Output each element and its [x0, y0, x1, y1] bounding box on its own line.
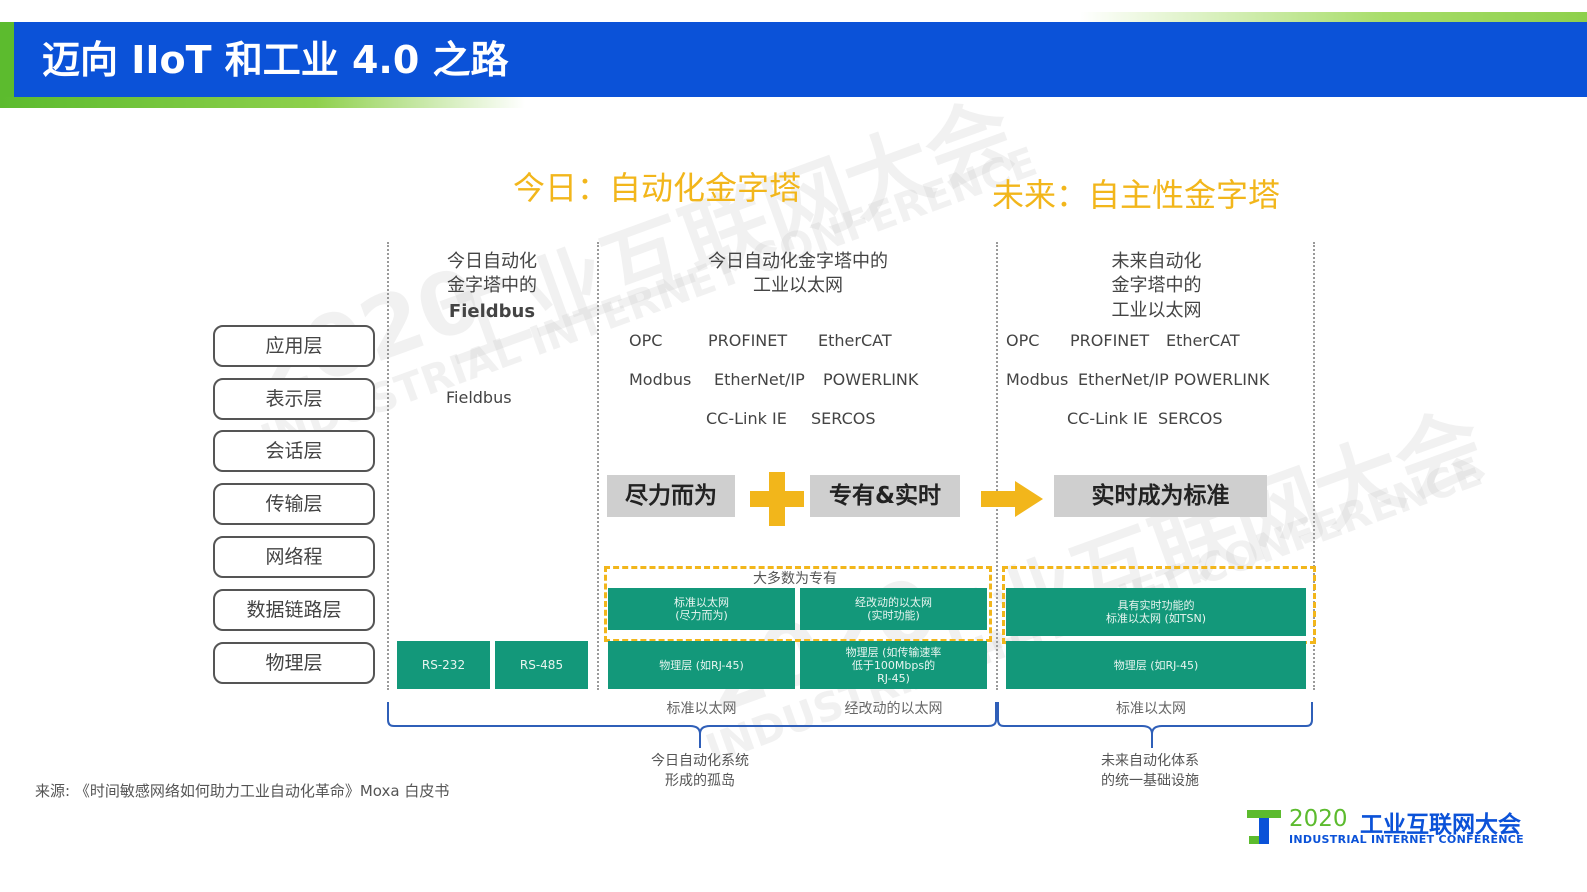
- under-label-future-std: 标准以太网: [1116, 701, 1186, 717]
- fieldbus-heading-1: 今日自动化: [447, 251, 537, 272]
- bracket-future: [997, 702, 1313, 748]
- proto-sercos: SERCOS: [811, 409, 876, 428]
- plus-icon: [750, 472, 804, 526]
- mod-eth-line2: (实时功能): [867, 609, 920, 622]
- logo-title-cn: 工业互联网大会: [1360, 812, 1521, 838]
- header-accent-left: [0, 22, 14, 108]
- header-accent-bottom: [0, 97, 525, 108]
- phys-mod-line1: 物理层 (如传输速率: [845, 645, 942, 659]
- future-heading-2: 金字塔中的: [1111, 275, 1202, 296]
- future-proto-powerlink: POWERLINK: [1174, 370, 1270, 389]
- bracket-today: [387, 702, 997, 748]
- header-accent-top: [1080, 12, 1587, 23]
- page-title: 迈向 IIoT 和工业 4.0 之路: [42, 38, 509, 82]
- std-eth-line1: 标准以太网: [674, 596, 729, 609]
- modified-eth-box: 经改动的以太网 (实时功能): [800, 588, 987, 630]
- mostly-proprietary-label: 大多数为专有: [753, 571, 837, 587]
- today-eth-heading-2: 工业以太网: [753, 275, 843, 296]
- arrow-right-icon: [981, 481, 1043, 517]
- bracket-future-label-2: 的统一基础设施: [1101, 773, 1199, 789]
- fieldbus-heading-3: Fieldbus: [448, 301, 536, 322]
- future-proto-ethercat: EtherCAT: [1166, 331, 1240, 350]
- future-heading-1: 未来自动化: [1111, 251, 1202, 272]
- fieldbus-heading-2: 金字塔中的: [447, 275, 537, 296]
- tsn-line1: 具有实时功能的: [1117, 599, 1195, 612]
- phys-mod-line2: 低于100Mbps的: [851, 658, 936, 672]
- rs232-box: RS-232: [397, 641, 490, 689]
- proto-profinet: PROFINET: [708, 331, 788, 350]
- proto-ethernetip: EtherNet/IP: [714, 370, 805, 389]
- best-effort-box: 尽力而为: [607, 475, 735, 517]
- future-proto-cclink: CC-Link IE: [1067, 409, 1148, 428]
- proprietary-dashed-frame: [604, 566, 992, 642]
- bracket-future-label-1: 未来自动化体系: [1101, 753, 1199, 769]
- separator-3: [996, 242, 998, 690]
- realtime-standard-box: 实时成为标准: [1054, 475, 1267, 517]
- bracket-today-label-2: 形成的孤岛: [665, 773, 735, 789]
- phys-mod-line3: RJ-45): [877, 671, 910, 685]
- osi-layer-session: 会话层: [213, 430, 375, 472]
- future-proto-sercos: SERCOS: [1158, 409, 1223, 428]
- future-physical-box: 物理层 (如RJ-45): [1006, 641, 1306, 689]
- tsn-line2: 标准以太网 (如TSN): [1105, 612, 1206, 625]
- source-citation: 来源: 《时间敏感网络如何助力工业自动化革命》Moxa 白皮书: [35, 782, 450, 800]
- brackets: [387, 702, 1313, 748]
- physical-modified-box: 物理层 (如传输速率 低于100Mbps的 RJ-45): [800, 641, 987, 689]
- proto-ethercat: EtherCAT: [818, 331, 892, 350]
- rs485-box: RS-485: [495, 641, 588, 689]
- physical-rj45-box: 物理层 (如RJ-45): [608, 641, 795, 689]
- proto-opc: OPC: [629, 331, 663, 350]
- conference-logo-icon: [1247, 810, 1281, 844]
- std-eth-line2: (尽力而为): [675, 609, 728, 622]
- osi-layer-datalink: 数据链路层: [213, 589, 375, 631]
- osi-layer-physical: 物理层: [213, 642, 375, 684]
- osi-layer-presentation: 表示层: [213, 378, 375, 420]
- proprietary-realtime-box: 专有&实时: [810, 475, 960, 517]
- under-label-mod-eth: 经改动的以太网: [844, 701, 943, 717]
- under-label-std-eth: 标准以太网: [666, 701, 737, 717]
- title-today: 今日：自动化金字塔: [513, 169, 802, 207]
- future-heading-3: 工业以太网: [1111, 300, 1202, 321]
- future-proto-modbus: Modbus: [1006, 370, 1069, 389]
- separator-4: [1313, 242, 1315, 690]
- title-future: 未来：自主性金字塔: [992, 176, 1281, 214]
- osi-layer-application: 应用层: [213, 325, 375, 367]
- tsn-box: 具有实时功能的 标准以太网 (如TSN): [1006, 588, 1306, 636]
- separator-2: [597, 242, 599, 690]
- future-dashed-frame: [1002, 566, 1316, 644]
- mod-eth-line1: 经改动的以太网: [855, 596, 932, 609]
- bracket-today-label-1: 今日自动化系统: [651, 753, 749, 769]
- osi-layer-network: 网络程: [213, 536, 375, 578]
- osi-layer-transport: 传输层: [213, 483, 375, 525]
- separator-1: [387, 242, 389, 690]
- fieldbus-label: Fieldbus: [446, 388, 512, 407]
- proto-modbus: Modbus: [629, 370, 692, 389]
- header-bar: [14, 22, 1587, 97]
- future-proto-opc: OPC: [1006, 331, 1040, 350]
- proto-cclink: CC-Link IE: [706, 409, 787, 428]
- today-eth-heading-1: 今日自动化金字塔中的: [708, 251, 888, 272]
- logo-year: 2020: [1289, 806, 1348, 832]
- future-proto-profinet: PROFINET: [1070, 331, 1150, 350]
- proto-powerlink: POWERLINK: [823, 370, 919, 389]
- std-eth-box: 标准以太网 (尽力而为): [608, 588, 795, 630]
- future-proto-ethernetip: EtherNet/IP: [1078, 370, 1169, 389]
- logo-title-en: INDUSTRIAL INTERNET CONFERENCE: [1289, 833, 1524, 846]
